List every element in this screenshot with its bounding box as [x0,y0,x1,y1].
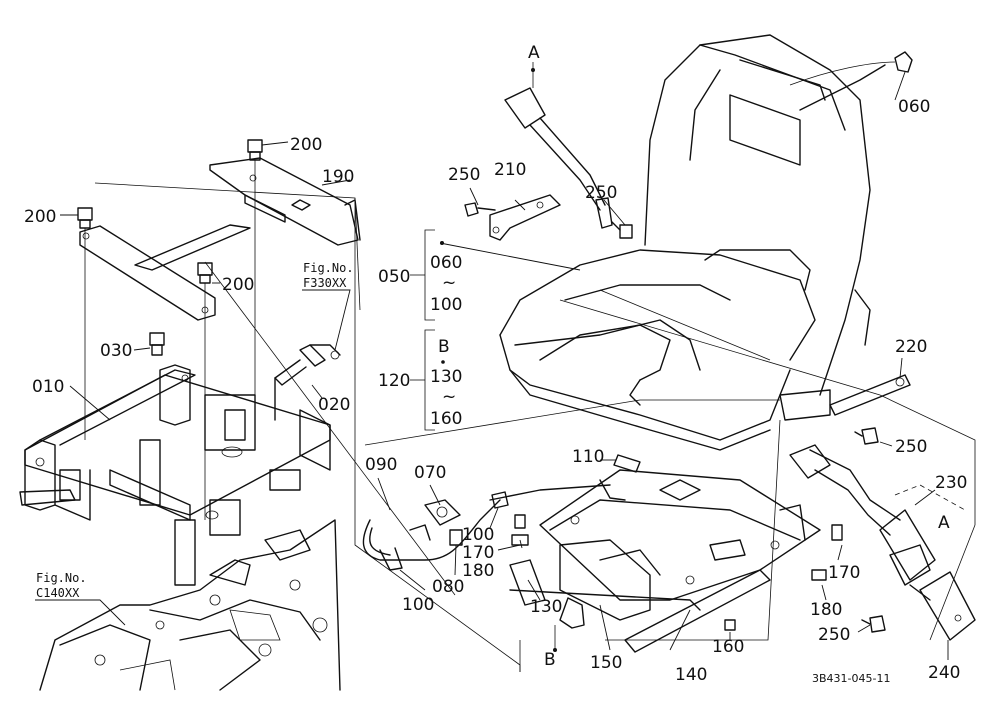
label-180-a: 180 [462,561,494,581]
part-090-cable [362,484,611,571]
label-170-a: 170 [462,543,494,563]
label-090: 090 [365,455,397,475]
label-140: 140 [675,665,707,685]
seat-assembly [499,34,886,451]
label-200-b: 200 [24,207,56,227]
label-180-b: 180 [810,600,842,620]
label-250-d: 250 [818,625,850,645]
label-250-a: 250 [448,165,480,185]
drawing-number: 3B431-045-11 [812,672,890,685]
label-120: 120 [378,371,410,391]
figref-f330-code: F330XX [303,276,347,290]
mark-b-bottom: B [544,650,556,670]
transmission-housing [39,519,341,691]
callout-leader-lines [60,71,949,660]
fasteners-small [449,491,843,631]
label-030: 030 [100,341,132,361]
part-200-bolts [77,139,263,520]
label-020: 020 [318,395,350,415]
label-170-b: 170 [828,563,860,583]
label-range-tilde-1: ~ [442,273,456,293]
part-190-bracket [79,157,361,321]
label-range-060: 060 [430,253,462,273]
part-210-bracket [464,194,633,241]
label-220: 220 [895,337,927,357]
label-240: 240 [928,663,960,683]
figref-f330-title: Fig.No. [303,261,354,275]
seat-base [509,469,821,653]
figref-c140-code: C140XX [36,586,80,600]
label-230: 230 [935,473,967,493]
part-060-clip [789,51,913,86]
label-250-c: 250 [895,437,927,457]
label-160: 160 [712,637,744,657]
label-060: 060 [898,97,930,117]
label-range-160: 160 [430,409,462,429]
part-labels: 200 190 200 200 030 010 020 250 210 250 … [24,43,967,685]
seat-belt-buckle [504,62,613,229]
part-230-retractor [789,444,976,641]
part-020-fitting [274,344,341,421]
mark-a-top: A [528,43,540,63]
mark-a-right: A [938,513,950,533]
label-130: 130 [530,597,562,617]
label-150: 150 [590,653,622,673]
label-range-b: B [438,337,450,357]
figref-leaders [35,289,351,626]
label-range-tilde-2: ~ [442,387,456,407]
label-080: 080 [432,577,464,597]
label-100-b: 100 [402,595,434,615]
label-200-c: 200 [222,275,254,295]
part-030-plug [149,332,165,356]
label-100-a: 100 [462,525,494,545]
part-110-rod [599,454,641,501]
label-190: 190 [322,167,354,187]
label-210: 210 [494,160,526,180]
label-range-130: 130 [430,367,462,387]
label-range-100: 100 [430,295,462,315]
part-010-frame [19,364,331,586]
label-070: 070 [414,463,446,483]
part-220-bracket [779,374,911,445]
label-110: 110 [572,447,604,467]
label-010: 010 [32,377,64,397]
label-250-b: 250 [585,183,617,203]
label-200-a: 200 [290,135,322,155]
label-050: 050 [378,267,410,287]
figref-c140-title: Fig.No. [36,571,87,585]
